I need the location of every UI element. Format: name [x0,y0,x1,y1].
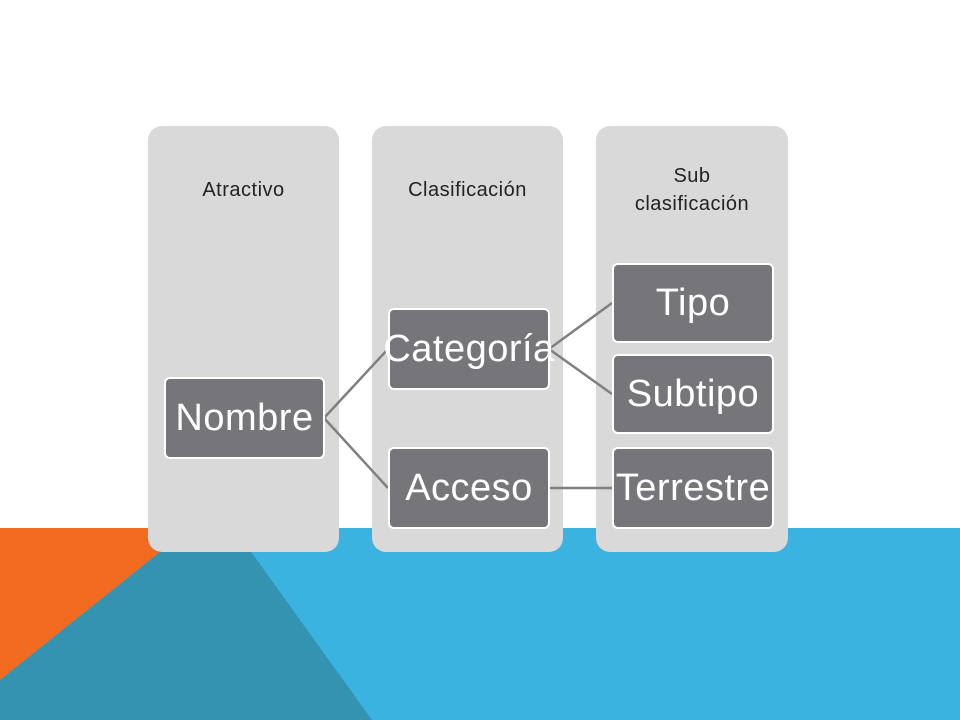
node-nombre: Nombre [164,377,325,459]
column-header-sub-clasificacion-line1: Sub [673,165,711,187]
column-header-sub-clasificacion-line2: clasificación [634,193,750,215]
column-atractivo: Atractivo [148,126,339,552]
node-terrestre: Terrestre [612,447,774,529]
connector-categoria-subtipo [548,347,613,396]
column-header-clasificacion: Clasificación [408,179,527,201]
node-tipo: Tipo [612,263,774,343]
column-header-atractivo: Atractivo [202,179,285,201]
connector-nombre-categoria [323,348,389,419]
connector-categoria-tipo [548,301,613,351]
teal-band [0,528,372,720]
node-acceso: Acceso [388,447,550,529]
node-categoria: Categoría [383,308,554,390]
node-subtipo: Subtipo [612,354,774,434]
connector-nombre-acceso [323,417,389,489]
